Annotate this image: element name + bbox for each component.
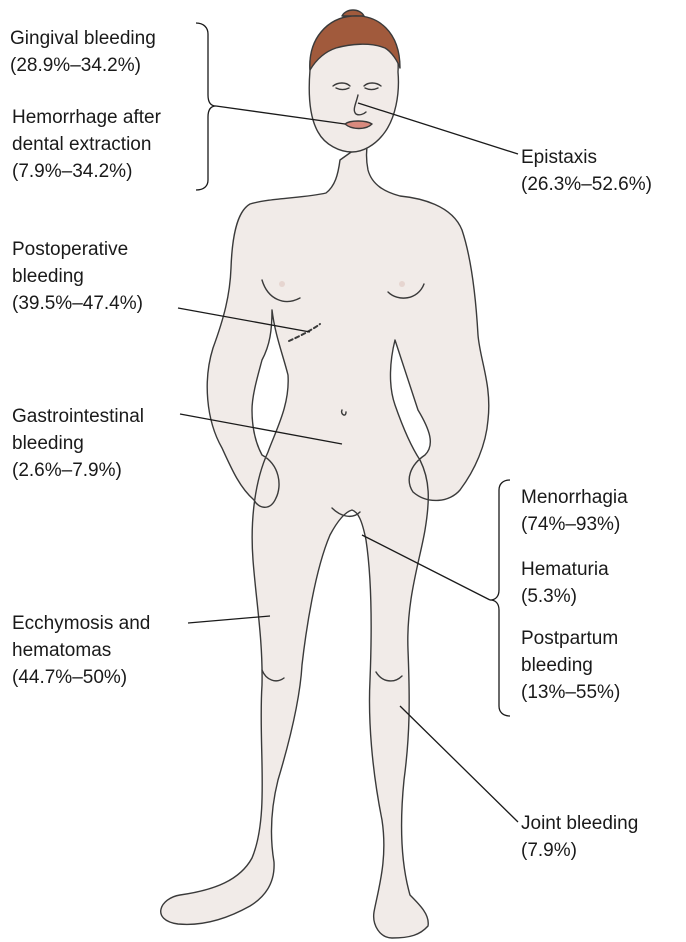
left-head-brace: [196, 23, 216, 190]
label-dental-extraction: Hemorrhage after dental extraction (7.9%…: [12, 104, 161, 185]
label-hematuria: Hematuria (5.3%): [521, 556, 609, 610]
ecchymosis-leader: [188, 616, 270, 623]
body-silhouette: [161, 140, 489, 938]
label-postpartum-bleeding: Postpartum bleeding (13%–55%): [521, 625, 620, 706]
label-gastrointestinal-bleeding: Gastrointestinal bleeding (2.6%–7.9%): [12, 403, 144, 484]
label-postoperative-bleeding: Postoperative bleeding (39.5%–47.4%): [12, 236, 143, 317]
left-nipple: [279, 281, 285, 287]
label-epistaxis: Epistaxis (26.3%–52.6%): [521, 144, 652, 198]
label-menorrhagia: Menorrhagia (74%–93%): [521, 484, 628, 538]
label-joint-bleeding: Joint bleeding (7.9%): [521, 810, 638, 864]
right-pelvis-brace: [490, 480, 510, 716]
right-nipple: [399, 281, 405, 287]
label-ecchymosis-hematomas: Ecchymosis and hematomas (44.7%–50%): [12, 610, 150, 691]
joint-leader: [400, 706, 518, 822]
human-figure: [161, 10, 489, 938]
label-gingival-bleeding: Gingival bleeding (28.9%–34.2%): [10, 25, 156, 79]
